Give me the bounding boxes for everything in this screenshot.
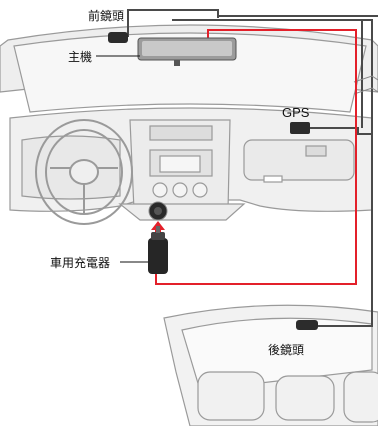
- cigarette-lighter-socket: [148, 201, 168, 221]
- rear-seats: [197, 371, 378, 423]
- power-cable: [155, 29, 357, 285]
- dashboard-lower-panel: [118, 203, 246, 221]
- signal-cables: [120, 9, 378, 327]
- leader-lines: [96, 55, 148, 263]
- main-unit: [137, 37, 237, 66]
- rear-camera: [296, 320, 318, 330]
- steering-wheel: [35, 119, 133, 225]
- front-camera: [108, 32, 128, 43]
- label-gps: GPS: [282, 105, 310, 120]
- gps-module: [290, 122, 310, 134]
- label-car-charger: 車用充電器: [50, 255, 110, 270]
- label-rear-camera: 後鏡頭: [268, 342, 304, 357]
- label-front-camera: 前鏡頭: [88, 8, 124, 23]
- car-charger: [148, 226, 168, 274]
- label-main-unit: 主機: [68, 49, 92, 64]
- cable-loops: [353, 75, 378, 95]
